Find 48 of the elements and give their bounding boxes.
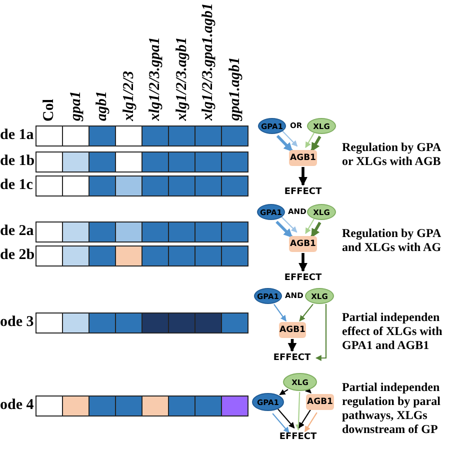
column-header: xlg1/2/3.gpa1 — [147, 37, 164, 121]
arrow — [298, 253, 308, 272]
effect-text: EFFECT — [280, 186, 326, 198]
description-text: Partial independen effect of XLGs with GPA1 and AGB1 — [342, 310, 444, 352]
arrow — [304, 412, 318, 432]
arrow — [315, 304, 327, 361]
description-text: Partial independen regulation by paral pathways, XLGs downstream of GP — [342, 380, 442, 436]
arrow — [276, 134, 294, 152]
arrow — [305, 132, 314, 148]
column-header: Col — [41, 98, 58, 121]
column-header: agb1 — [94, 91, 111, 121]
row-label: de 1b — [0, 153, 35, 170]
effect-text: EFFECT — [275, 431, 321, 443]
row-label: ode 3 — [0, 314, 34, 331]
arrow — [310, 222, 322, 238]
arrow — [310, 136, 322, 152]
description-text: Regulation by GPA and XLGs with AG — [342, 226, 442, 254]
arrow — [298, 408, 312, 428]
rounded-box: AGB1 — [289, 236, 317, 252]
effect-text: EFFECT — [280, 272, 326, 284]
rounded-box: AGB1 — [289, 150, 317, 166]
arrow — [274, 304, 286, 322]
arrow — [288, 338, 297, 352]
column-header: xlg1/2/3.gpa1.agb1 — [200, 3, 217, 121]
row-label: de 2b — [0, 247, 35, 264]
rounded-box: AGB1 — [306, 394, 334, 410]
arrow — [272, 413, 290, 434]
row-label: ode 4 — [0, 397, 34, 414]
arrow — [305, 218, 314, 234]
arrow — [282, 130, 298, 147]
column-header: gpa1.agb1 — [226, 57, 244, 121]
description-text: Regulation by GPA or XLGs with AGB — [342, 140, 442, 168]
arrow — [277, 408, 295, 428]
arrow — [279, 389, 288, 396]
rounded-box: AGB1 — [279, 322, 306, 338]
arrow — [299, 304, 314, 322]
arrow — [276, 220, 293, 238]
column-header: xlg1/2/3 — [120, 70, 138, 121]
row-label: de 1c — [0, 177, 33, 194]
row-label: de 1a — [0, 127, 34, 144]
arrow — [281, 216, 298, 233]
arrow — [305, 387, 312, 394]
effect-text: EFFECT — [269, 352, 315, 364]
column-header: gpa1 — [68, 91, 84, 121]
column-header: xlg1/2/3.agb1 — [174, 37, 190, 121]
arrow — [295, 392, 302, 431]
arrow — [298, 167, 308, 186]
row-label: de 2a — [0, 223, 34, 240]
